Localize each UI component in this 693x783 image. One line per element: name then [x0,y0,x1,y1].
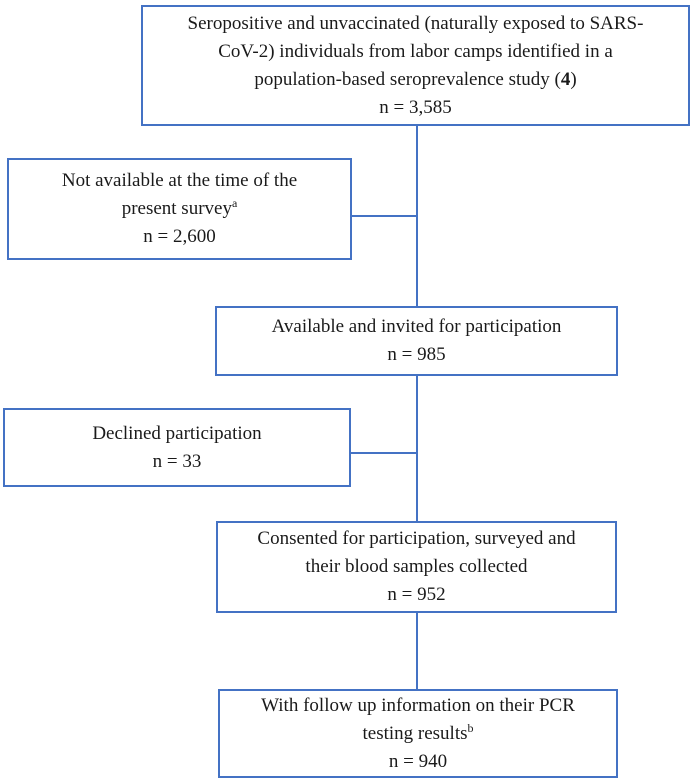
connector-consented-to-followup [416,613,418,690]
label-text: Seropositive and unvaccinated (naturally… [187,12,644,90]
connector-source-to-invited [416,126,418,307]
label-text: Not available at the time of the present… [61,170,298,219]
box-source-population: Seropositive and unvaccinated (naturally… [141,5,690,126]
connector-invited-to-consented [416,376,418,522]
box-not-available: Not available at the time of the present… [7,158,352,260]
box-declined-count: n = 33 [152,450,202,472]
box-invited-label: Available and invited for participation [223,313,610,341]
connector-not-available-branch [352,215,417,217]
label-text: Consented for participation, surveyed an… [257,528,576,577]
box-followup-count: n = 940 [388,750,448,772]
box-not-available-count: n = 2,600 [143,226,216,247]
box-not-available-label: Not available at the time of the present… [15,167,344,223]
label-text: Available and invited for participation [271,316,562,337]
box-consented-count: n = 952 [387,584,446,605]
label-text: With follow up information on their PCR … [261,694,575,744]
box-declined-label: Declined participation [11,420,343,448]
label-bold-citation: 4 [560,68,571,90]
box-invited: Available and invited for participation … [215,306,618,376]
box-consented: Consented for participation, surveyed an… [216,521,617,613]
footnote-marker-b: b [467,720,474,735]
connector-declined-branch [351,452,417,454]
box-invited-count: n = 985 [387,344,446,365]
label-text: Declined participation [92,422,262,444]
box-consented-label: Consented for participation, surveyed an… [224,525,609,581]
box-source-population-count: n = 3,585 [379,96,452,118]
label-text-after: ) [570,68,577,90]
footnote-marker-a: a [231,196,238,210]
box-source-population-label: Seropositive and unvaccinated (naturally… [149,10,682,94]
box-followup: With follow up information on their PCR … [218,689,618,778]
box-declined: Declined participation n = 33 [3,408,351,487]
box-followup-label: With follow up information on their PCR … [226,692,610,748]
